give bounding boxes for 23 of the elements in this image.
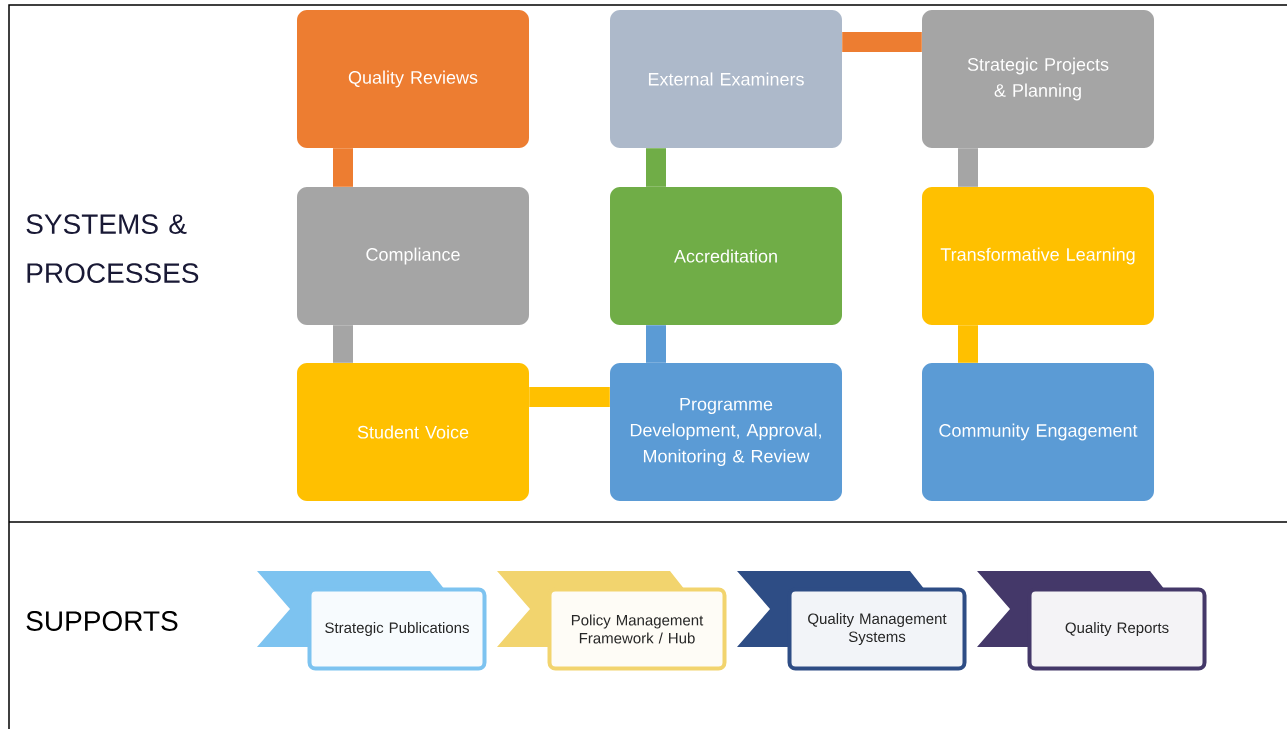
section-label: SYSTEMS & PROCESSES	[26, 214, 199, 283]
process-box: Programme Development, Approval, Monitoring & Review	[610, 363, 842, 501]
process-box: Student Voice	[297, 363, 529, 501]
connector-bar	[529, 387, 610, 407]
chevron-box: Quality Reports	[977, 571, 1207, 671]
connector-bar	[646, 148, 666, 187]
process-box: Quality Reviews	[297, 10, 529, 148]
section-label: SUPPORTS	[26, 611, 178, 631]
connector-bar	[646, 325, 666, 363]
connector-bar	[842, 32, 922, 52]
connector-bar	[958, 148, 978, 187]
connector-bar	[333, 325, 353, 363]
chevron-box: Strategic Publications	[257, 571, 487, 671]
process-box: Compliance	[297, 187, 529, 325]
connector-bar	[333, 148, 353, 187]
process-box: External Examiners	[610, 10, 842, 148]
chevron-box: Policy Management Framework / Hub	[497, 571, 727, 671]
process-box: Community Engagement	[922, 363, 1154, 501]
process-box: Transformative Learning	[922, 187, 1154, 325]
process-box: Accreditation	[610, 187, 842, 325]
process-box: Strategic Projects & Planning	[922, 10, 1154, 148]
chevron-box: Quality Management Systems	[737, 571, 967, 671]
connector-bar	[958, 325, 978, 363]
